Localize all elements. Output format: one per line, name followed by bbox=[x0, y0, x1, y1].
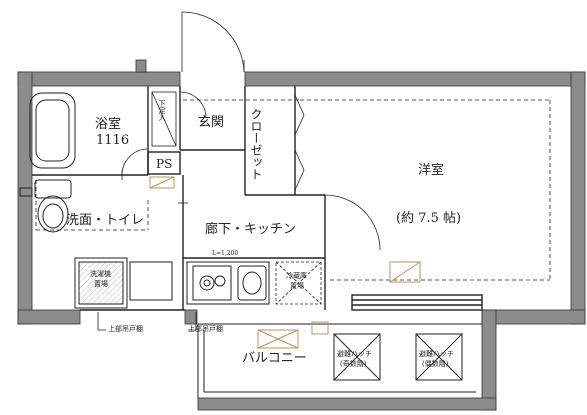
kitchen-counter bbox=[186, 261, 270, 305]
fridge-space-label-2: 置場 bbox=[290, 282, 304, 290]
washer-space bbox=[74, 257, 173, 309]
bathroom-size-label: 1116 bbox=[96, 133, 130, 148]
washroom-toilet-label: 洗面・トイレ bbox=[66, 213, 145, 228]
western-room-size-label: (約 7.5 帖) bbox=[396, 211, 462, 226]
washer-space-label-2: 置場 bbox=[94, 280, 108, 288]
toilet-fixture bbox=[19, 179, 72, 233]
shoe-storage bbox=[151, 91, 177, 147]
upper-cabinet-left-label: 上部吊戸棚 bbox=[108, 325, 143, 333]
hatch-right-label-1: 避難ハッチ bbox=[419, 350, 454, 358]
shoe-storage-label: 下足入 bbox=[158, 100, 166, 121]
entrance-label: 玄関 bbox=[198, 115, 225, 130]
balcony-label: バルコニー bbox=[242, 351, 307, 366]
hatch-left-label-1: 避難ハッチ bbox=[337, 350, 372, 358]
upper-cabinet-right-label: 上部吊戸棚 bbox=[188, 325, 223, 333]
balcony-outline bbox=[197, 323, 482, 398]
escape-hatches bbox=[333, 333, 463, 381]
bathtub bbox=[29, 92, 76, 169]
corridor-kitchen-label: 廊下・キッチン bbox=[205, 222, 297, 237]
exterior-walls bbox=[17, 59, 586, 411]
hatch-left-label-2: (奇数階) bbox=[340, 360, 367, 368]
fridge-space bbox=[275, 261, 322, 305]
pipe-space-label: PS bbox=[156, 157, 173, 171]
washer-space-label-1: 洗濯機 bbox=[90, 270, 111, 278]
kitchen-length-label: L=1,200 bbox=[212, 250, 239, 257]
hatch-right-label-2: (偶数階) bbox=[422, 360, 449, 368]
interior-walls bbox=[32, 86, 483, 311]
closet-label: クローゼット bbox=[249, 108, 263, 180]
bathroom-label: 浴室 bbox=[95, 117, 122, 132]
dashed-lines bbox=[35, 99, 551, 281]
western-room-label: 洋室 bbox=[418, 163, 445, 178]
fridge-space-label-1: 冷蔵庫 bbox=[286, 272, 307, 280]
leader-lines bbox=[97, 170, 197, 331]
accent-marks bbox=[149, 176, 421, 349]
